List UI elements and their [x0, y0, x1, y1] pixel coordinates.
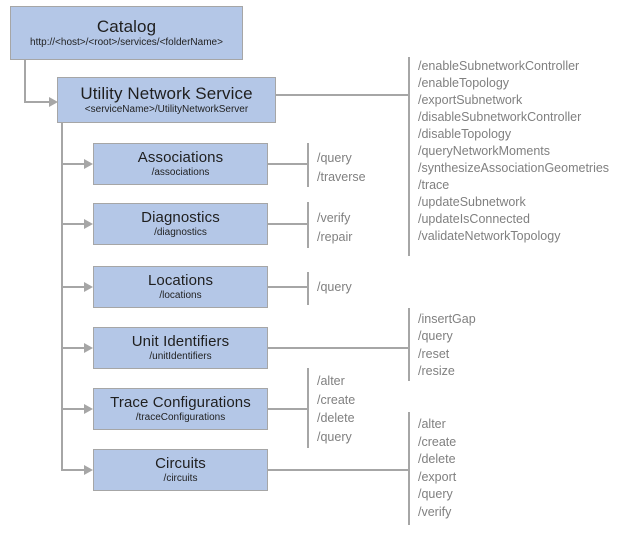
arrowhead-utility-network-service: [49, 97, 58, 107]
arrowhead-trace-configurations: [84, 404, 93, 414]
operations-list-utility-network-service: /enableSubnetworkController/enableTopolo…: [408, 57, 609, 256]
node-utility-network-service-subtitle: <serviceName>/UtilityNetworkServer: [84, 104, 249, 116]
arrowhead-unit-identifiers: [84, 343, 93, 353]
operations-list-locations: /query: [307, 272, 352, 305]
operation-label: /resize: [418, 364, 455, 379]
node-catalog-title: Catalog: [96, 17, 157, 37]
node-diagnostics-title: Diagnostics: [141, 208, 220, 226]
operation-label: /delete: [317, 411, 355, 425]
operation-label: /disableSubnetworkController: [418, 110, 582, 124]
node-catalog: Catalog http://<host>/<root>/services/<f…: [10, 6, 243, 60]
arrowhead-associations: [84, 159, 93, 169]
node-diagnostics: Diagnostics /diagnostics: [93, 203, 268, 245]
operation-label: /exportSubnetwork: [418, 93, 523, 107]
node-utility-network-service-title: Utility Network Service: [80, 84, 253, 104]
operation-label: /query: [317, 429, 352, 444]
arrowhead-circuits: [84, 465, 93, 475]
operation-label: /synthesizeAssociationGeometries: [418, 161, 610, 175]
operation-label: /query: [317, 280, 352, 294]
operations-list-associations: /query/traverse: [307, 143, 366, 187]
connector-circuits-operations: [266, 469, 408, 471]
operation-label: /validateNetworkTopology: [418, 229, 561, 243]
operation-label: /updateSubnetwork: [418, 195, 526, 209]
operation-label: /export: [418, 469, 457, 484]
node-trace-configurations-title: Trace Configurations: [110, 393, 251, 411]
connector-catalog-trunk: [24, 59, 26, 103]
node-trace-configurations: Trace Configurations /traceConfiguration…: [93, 388, 268, 430]
operation-label: /delete: [418, 452, 456, 467]
connector-catalog-branch: [24, 101, 51, 103]
connector-uns-operations: [274, 94, 408, 96]
operation-label: /alter: [317, 374, 345, 388]
arrowhead-locations: [84, 282, 93, 292]
node-locations: Locations /locations: [93, 266, 268, 308]
node-circuits-title: Circuits: [155, 454, 206, 472]
operation-label: /verify: [317, 211, 351, 225]
operation-label: /create: [317, 392, 356, 407]
operations-list-diagnostics: /verify/repair: [307, 202, 352, 248]
operation-label: /traverse: [317, 169, 366, 184]
connector-branch-locations: [61, 286, 85, 288]
operations-list-trace-configurations: /alter/create/delete/query: [307, 368, 355, 448]
connector-locations-operations: [266, 286, 307, 288]
connector-unit-identifiers-operations: [266, 347, 408, 349]
node-locations-title: Locations: [147, 271, 214, 289]
node-trace-configurations-subtitle: /traceConfigurations: [135, 412, 226, 424]
connector-branch-trace-configurations: [61, 408, 85, 410]
connector-branch-unit-identifiers: [61, 347, 85, 349]
operation-label: /verify: [418, 504, 452, 519]
connector-branch-diagnostics: [61, 223, 85, 225]
node-associations-subtitle: /associations: [151, 167, 210, 179]
operation-label: /query: [317, 151, 352, 165]
operations-list-unit-identifiers: /insertGap/query/reset/resize: [408, 308, 476, 381]
operation-label: /query: [418, 329, 453, 344]
node-unit-identifiers-subtitle: /unitIdentifiers: [149, 351, 212, 363]
operation-label: /enableSubnetworkController: [418, 59, 580, 73]
operation-label: /trace: [418, 178, 450, 192]
operation-label: /alter: [418, 417, 446, 431]
operations-list-circuits: /alter/create/delete/export/query/verify: [408, 412, 456, 525]
connector-branch-associations: [61, 163, 85, 165]
node-unit-identifiers: Unit Identifiers /unitIdentifiers: [93, 327, 268, 369]
connector-branch-circuits: [61, 469, 85, 471]
connector-trace-configurations-operations: [266, 408, 307, 410]
operation-label: /query: [418, 487, 453, 502]
operation-label: /queryNetworkMoments: [418, 144, 550, 158]
node-locations-subtitle: /locations: [159, 290, 202, 302]
connector-diagnostics-operations: [266, 223, 307, 225]
operation-label: /reset: [418, 346, 450, 361]
node-diagnostics-subtitle: /diagnostics: [154, 227, 207, 239]
operation-label: /insertGap: [418, 312, 476, 326]
operation-label: /updateIsConnected: [418, 212, 530, 226]
operation-label: /enableTopology: [418, 76, 510, 90]
node-utility-network-service: Utility Network Service <serviceName>/Ut…: [57, 77, 276, 123]
operation-label: /disableTopology: [418, 127, 512, 141]
connector-associations-operations: [266, 163, 307, 165]
node-associations-title: Associations: [137, 148, 224, 166]
node-associations: Associations /associations: [93, 143, 268, 185]
node-catalog-subtitle: http://<host>/<root>/services/<folderNam…: [30, 37, 223, 49]
node-unit-identifiers-title: Unit Identifiers: [131, 332, 230, 350]
arrowhead-diagnostics: [84, 219, 93, 229]
connector-uns-trunk: [61, 123, 63, 471]
operation-label: /repair: [317, 229, 353, 244]
node-circuits-subtitle: /circuits: [163, 473, 198, 485]
node-circuits: Circuits /circuits: [93, 449, 268, 491]
operation-label: /create: [418, 434, 457, 449]
